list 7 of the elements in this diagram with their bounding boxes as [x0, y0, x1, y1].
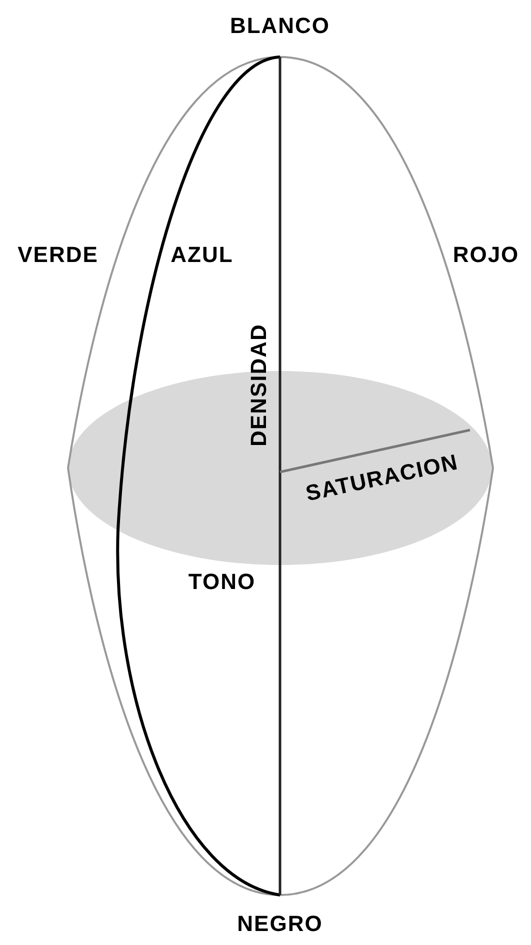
- axis-label: DENSIDAD: [248, 324, 270, 446]
- axis-label: BLANCO: [230, 15, 330, 37]
- axis-label: ROJO: [452, 244, 520, 266]
- axis-label: AZUL: [170, 244, 234, 266]
- axis-label: TONO: [188, 571, 256, 593]
- axis-label: NEGRO: [237, 913, 323, 935]
- axis-label: VERDE: [18, 244, 98, 266]
